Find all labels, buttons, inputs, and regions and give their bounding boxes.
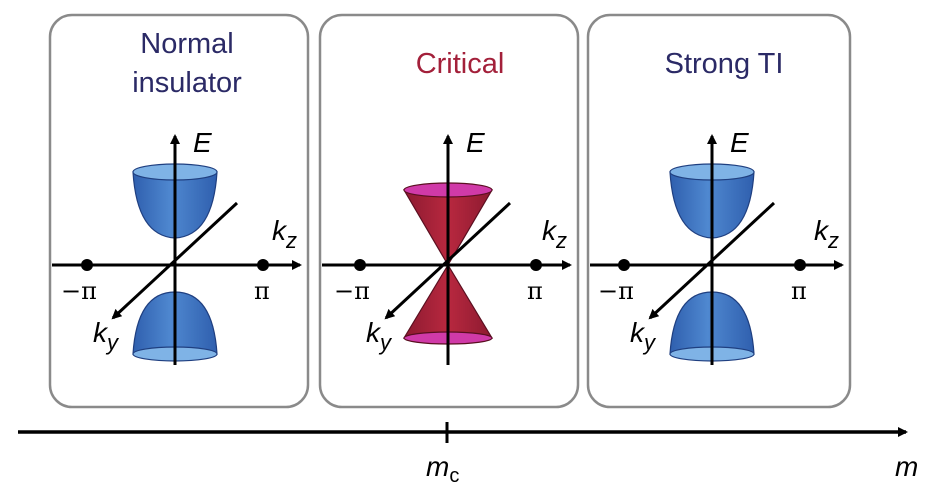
minus-pi-point [81, 259, 93, 271]
ky-axis [648, 201, 776, 320]
energy-label: E [466, 127, 485, 158]
minus-pi-point [618, 259, 630, 271]
pi-point [530, 259, 542, 271]
pi-label: π [527, 277, 543, 305]
critical-mass-label: mc [426, 451, 459, 487]
pi-point [257, 259, 269, 271]
panel-normal: Normal insulator −π π Ekz ky [48, 13, 310, 409]
panel-critical: Critical −π π Ekz ky [318, 13, 580, 409]
minus-pi-label: −π [61, 277, 97, 305]
minus-pi-point [354, 259, 366, 271]
ky-label: ky [630, 317, 657, 355]
energy-label: E [193, 127, 212, 158]
pi-label: π [791, 277, 807, 305]
minus-pi-label: −π [334, 277, 370, 305]
pi-point [794, 259, 806, 271]
energy-label: E [730, 127, 749, 158]
panel-strong-ti: Strong TI −π π Ekz ky [586, 13, 852, 409]
ky-label: ky [366, 317, 393, 355]
panel-title-line: Strong TI [665, 48, 784, 80]
ky-axis [111, 201, 239, 320]
ky-axis [384, 201, 512, 320]
panel-title-line: Critical [416, 48, 505, 80]
ky-label: ky [93, 317, 120, 355]
mass-axis: mc m [18, 422, 918, 487]
mass-axis-label: m [895, 451, 918, 482]
panel-title-line: insulator [132, 67, 242, 99]
panel-title-line: Normal [140, 28, 233, 60]
kz-label: kz [814, 215, 839, 253]
pi-label: π [254, 277, 270, 305]
kz-label: kz [542, 215, 567, 253]
kz-label: kz [272, 215, 297, 253]
minus-pi-label: −π [598, 277, 634, 305]
